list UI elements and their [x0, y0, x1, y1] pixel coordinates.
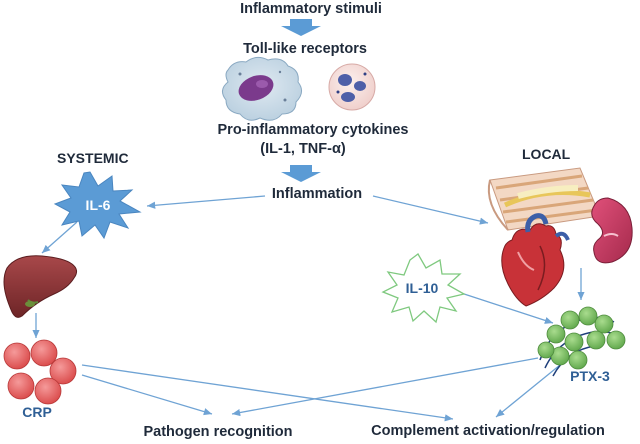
label-il10: IL-10	[405, 280, 439, 296]
arrow-crp-to-pathogen	[81, 374, 213, 416]
arrow-inflammation-to-local	[372, 195, 489, 225]
arrow-ptx3-to-complement	[495, 364, 561, 418]
block-arrow-stimuli-to-receptors	[281, 19, 321, 36]
crp-pentamer-icon	[3, 339, 77, 405]
label-pro-inflammatory-cytokines: Pro-inflammatory cytokines	[217, 122, 409, 138]
label-toll-like-receptors: Toll-like receptors	[243, 41, 367, 57]
label-il6: IL-6	[85, 197, 111, 213]
arrow-il6-to-liver	[41, 221, 78, 254]
label-complement-activation: Complement activation/regulation	[371, 423, 605, 439]
il6-starburst-icon	[53, 171, 142, 240]
neutrophil-cell-icon	[328, 63, 376, 111]
label-systemic: SYSTEMIC	[57, 150, 129, 166]
title-inflammatory-stimuli: Inflammatory stimuli	[240, 1, 382, 17]
arrow-crp-to-complement	[81, 364, 454, 422]
label-inflammation: Inflammation	[271, 186, 363, 202]
label-ptx3: PTX-3	[570, 368, 610, 384]
macrophage-cell-icon	[222, 56, 302, 121]
block-arrow-cytokines-to-inflammation	[281, 165, 321, 182]
label-cytokine-list: (IL-1, TNF-α)	[260, 141, 346, 157]
arrow-il10-to-ptx3	[457, 291, 554, 324]
artery-icon	[487, 167, 601, 231]
il10-starburst-icon	[381, 253, 466, 324]
label-local: LOCAL	[522, 146, 571, 162]
kidney-icon	[591, 197, 633, 264]
label-pathogen-recognition: Pathogen recognition	[143, 424, 293, 440]
arrow-inflammation-to-il6	[146, 195, 266, 209]
heart-icon	[501, 213, 570, 307]
label-crp: CRP	[22, 404, 52, 420]
connection-arrows	[32, 195, 585, 422]
ptx3-octamer-icon	[537, 306, 626, 377]
arrow-ptx3-to-pathogen	[231, 357, 539, 417]
liver-icon	[3, 255, 78, 318]
